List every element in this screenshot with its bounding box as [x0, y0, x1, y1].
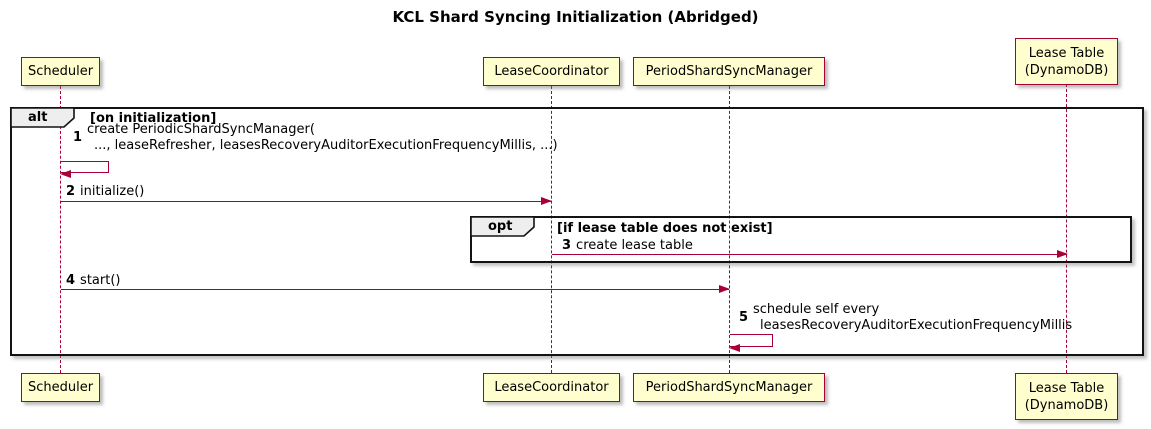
message-5-arrowhead-icon — [729, 343, 740, 352]
participant-label: Scheduler — [27, 64, 94, 79]
participant-label-line2: (DynamoDB) — [1024, 62, 1109, 78]
message-1-line2: ..., leaseRefresher, leasesRecoveryAudit… — [94, 138, 558, 153]
message-2-arrow — [61, 197, 552, 205]
message-5-line1: schedule self every — [753, 302, 880, 317]
diagram-title: KCL Shard Syncing Initialization (Abridg… — [392, 8, 759, 26]
participant-label: LeaseCoordinator — [494, 64, 609, 79]
participant-lease-coordinator-top: LeaseCoordinator — [483, 57, 620, 86]
opt-frame: opt [if lease table does not exist] — [470, 216, 1132, 263]
message-3-arrowhead-icon — [1057, 250, 1068, 258]
opt-frame-condition: [if lease table does not exist] — [557, 221, 773, 236]
message-1-number: 1 — [73, 130, 83, 145]
message-4-label: 4 start() — [66, 273, 120, 289]
message-1-line1: create PeriodicShardSyncManager( — [87, 122, 315, 137]
alt-frame-pentagon — [10, 107, 75, 128]
message-2-number: 2 — [66, 184, 76, 199]
participant-label-line2: (DynamoDB) — [1024, 397, 1109, 413]
participant-lease-table-top: Lease Table (DynamoDB) — [1015, 38, 1118, 85]
message-2-label: 2 initialize() — [66, 184, 144, 200]
participant-label: Scheduler — [27, 380, 94, 395]
message-2-arrowhead-icon — [541, 197, 552, 205]
participant-lease-coordinator-bottom: LeaseCoordinator — [483, 373, 620, 402]
opt-frame-operator: opt — [488, 219, 513, 234]
participant-scheduler-top: Scheduler — [21, 57, 100, 86]
message-5-number: 5 — [739, 310, 749, 325]
message-5-line2: leasesRecoveryAuditorExecutionFrequencyM… — [760, 318, 1073, 333]
message-3-text: create lease table — [576, 238, 693, 253]
message-2-text: initialize() — [80, 184, 145, 199]
lifeline-scheduler — [60, 86, 61, 373]
message-3-arrow — [552, 250, 1068, 258]
message-3-label: 3 create lease table — [562, 238, 693, 254]
lifeline-period-shard-sync-manager — [729, 86, 730, 373]
participant-period-shard-sync-manager-top: PeriodShardSyncManager — [633, 57, 825, 86]
message-4-number: 4 — [66, 273, 76, 288]
message-1-label: create PeriodicShardSyncManager( ..., le… — [87, 122, 558, 154]
message-1-arrowhead-icon — [60, 169, 71, 178]
participant-period-shard-sync-manager-bottom: PeriodShardSyncManager — [633, 373, 825, 402]
participant-label: LeaseCoordinator — [494, 380, 609, 395]
participant-label: PeriodShardSyncManager — [645, 380, 813, 395]
participant-scheduler-bottom: Scheduler — [21, 373, 100, 402]
message-3-number: 3 — [562, 238, 572, 253]
message-1-self-arrow — [60, 161, 109, 178]
lifeline-lease-table — [1066, 84, 1067, 373]
opt-frame-pentagon — [470, 216, 535, 237]
message-4-arrow — [61, 285, 730, 293]
message-4-text: start() — [80, 273, 121, 288]
lifeline-lease-coordinator — [551, 86, 552, 373]
participant-label: PeriodShardSyncManager — [645, 64, 813, 79]
alt-frame: alt [on initialization] — [10, 107, 1144, 356]
message-5-label: schedule self every leasesRecoveryAudito… — [753, 302, 1072, 334]
participant-label-line1: Lease Table — [1028, 45, 1105, 61]
participant-lease-table-bottom: Lease Table (DynamoDB) — [1015, 373, 1118, 420]
participant-label-line1: Lease Table — [1028, 380, 1105, 396]
alt-frame-condition: [on initialization] — [90, 111, 217, 126]
message-5-self-arrow — [729, 334, 773, 352]
message-4-arrowhead-icon — [719, 285, 730, 293]
alt-frame-operator: alt — [28, 110, 48, 125]
